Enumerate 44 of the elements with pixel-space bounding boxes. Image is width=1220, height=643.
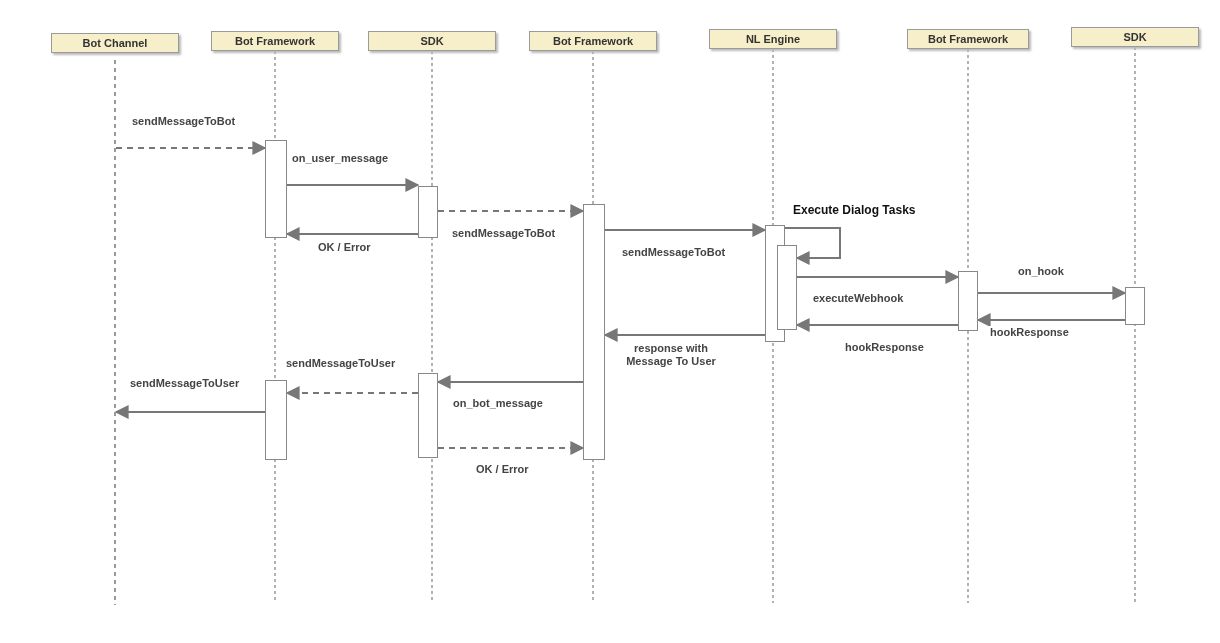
lifeline <box>114 60 116 605</box>
edge-label: sendMessageToBot <box>130 115 238 128</box>
edge-label: OK / Error <box>474 463 531 476</box>
message-arrow <box>976 313 1126 327</box>
edge-label: sendMessageToUser <box>284 357 398 370</box>
message-arrow <box>436 375 584 389</box>
edge-label: hookResponse <box>843 341 926 354</box>
message-arrow <box>114 405 266 419</box>
participant-box: SDK <box>1071 27 1199 47</box>
message-arrow <box>437 441 585 455</box>
activation-bar <box>265 380 287 460</box>
edge-label: Execute Dialog Tasks <box>791 204 918 217</box>
activation-bar <box>777 245 797 330</box>
activation-bar <box>1125 287 1145 325</box>
message-arrow <box>285 227 419 241</box>
edge-label: hookResponse <box>988 326 1071 339</box>
participant-box: Bot Framework <box>211 31 339 51</box>
message-arrow <box>115 141 267 155</box>
message-arrow <box>603 328 766 342</box>
message-arrow <box>437 204 585 218</box>
edge-label: sendMessageToBot <box>620 246 728 259</box>
participant-box: SDK <box>368 31 496 51</box>
participant-box: Bot Framework <box>529 31 657 51</box>
edge-label: on_hook <box>1016 265 1066 278</box>
message-arrow <box>286 178 420 192</box>
activation-bar <box>583 204 605 460</box>
edge-label: on_bot_message <box>451 397 545 410</box>
edge-label: executeWebhook <box>811 292 906 305</box>
activation-bar <box>958 271 978 331</box>
edge-label: OK / Error <box>316 241 373 254</box>
message-arrow <box>796 270 960 284</box>
self-message-arrow <box>784 227 841 265</box>
edge-label: sendMessageToUser <box>128 377 242 390</box>
activation-bar <box>418 186 438 238</box>
message-arrow <box>977 286 1127 300</box>
message-arrow <box>285 386 419 400</box>
message-arrow <box>795 318 959 332</box>
activation-bar <box>418 373 438 458</box>
activation-bar <box>265 140 287 238</box>
participant-box: Bot Framework <box>907 29 1029 49</box>
edge-label: sendMessageToBot <box>450 227 558 240</box>
participant-box: Bot Channel <box>51 33 179 53</box>
message-arrow <box>604 223 767 237</box>
participant-box: NL Engine <box>709 29 837 49</box>
